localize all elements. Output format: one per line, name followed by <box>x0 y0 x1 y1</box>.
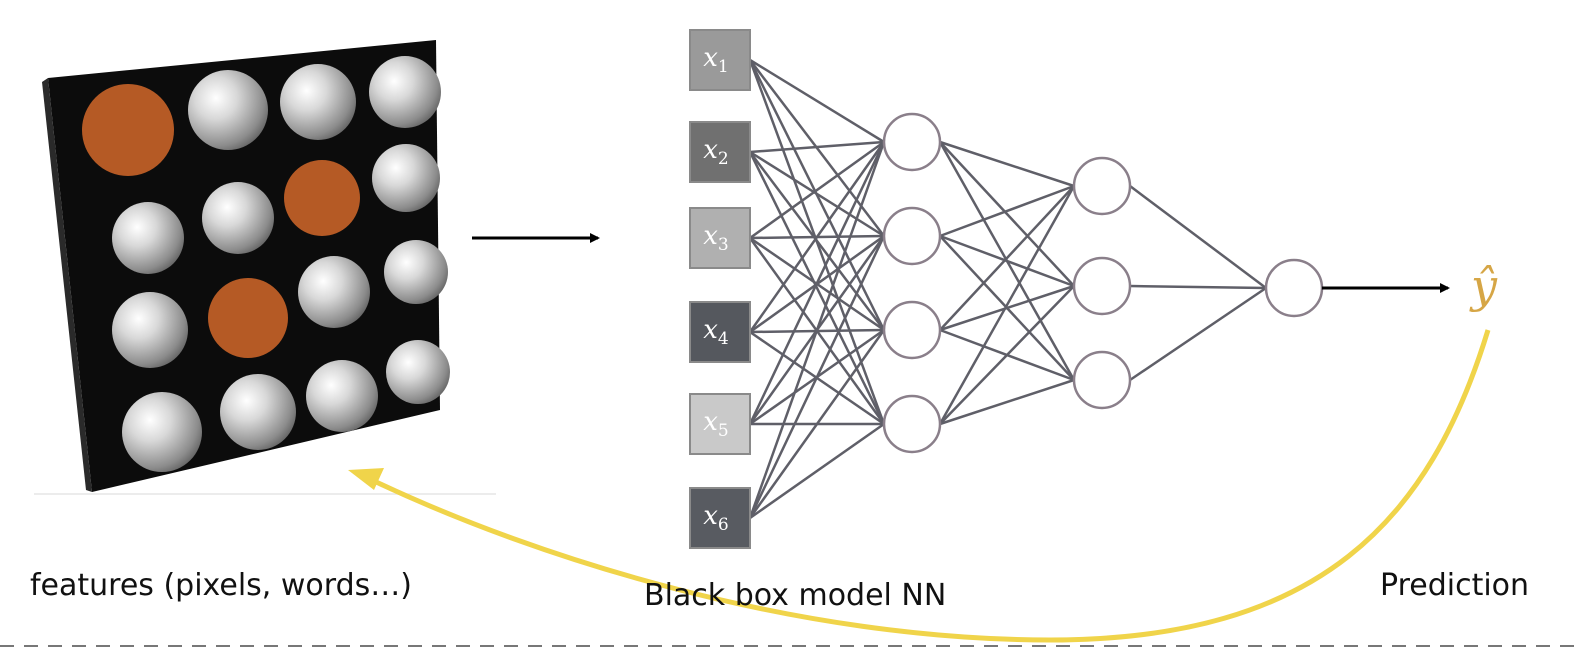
lens <box>112 202 184 274</box>
feedback-arrow <box>348 329 1491 643</box>
lens <box>384 240 448 304</box>
lens <box>369 56 441 128</box>
hidden-layer-2-node <box>1072 350 1132 410</box>
network-edge <box>749 151 885 331</box>
input-feature-1: x1 <box>689 29 751 91</box>
led-panel-image <box>34 40 496 495</box>
network-edge <box>748 141 886 333</box>
highlighted-pixel <box>208 278 288 358</box>
prediction-symbol: ŷ <box>1469 259 1498 313</box>
network-edge <box>939 284 1075 332</box>
input-feature-4: x4 <box>689 301 751 363</box>
lens <box>220 374 296 450</box>
output-node <box>1264 258 1324 318</box>
prediction-caption: Prediction <box>1380 568 1530 603</box>
network-edge <box>939 140 1075 188</box>
network-edge <box>749 150 885 238</box>
network-edge <box>939 285 1075 425</box>
lens <box>280 64 356 140</box>
network-edge <box>1129 286 1267 382</box>
input-feature-3: x3 <box>689 207 751 269</box>
network-edge <box>939 234 1075 288</box>
network-edge <box>748 151 886 425</box>
input-box <box>689 207 751 269</box>
network-edge <box>939 184 1075 238</box>
input-box <box>689 393 751 455</box>
network-edge <box>749 140 885 240</box>
hidden-layer-2-node <box>1072 256 1132 316</box>
hidden-layer-1-node <box>882 394 942 454</box>
hidden-layer-1-node <box>882 300 942 360</box>
lens <box>202 182 274 254</box>
network-edge <box>748 329 886 519</box>
network-edge <box>1129 185 1267 289</box>
lens <box>298 256 370 328</box>
input-box <box>689 29 751 91</box>
input-box <box>689 487 751 549</box>
input-feature-2: x2 <box>689 121 751 183</box>
lens <box>122 392 202 472</box>
input-box <box>689 121 751 183</box>
network-edge <box>748 141 886 425</box>
highlighted-pixel <box>284 160 360 236</box>
lens <box>306 360 378 432</box>
network-edge <box>749 422 885 520</box>
lens <box>386 340 450 404</box>
input-feature-5: x5 <box>689 393 751 455</box>
network-edge <box>748 141 886 519</box>
network-edge <box>749 58 885 144</box>
highlighted-pixel <box>82 84 174 176</box>
network-edge <box>939 141 1075 287</box>
network-edge <box>939 378 1075 426</box>
network-edge <box>749 140 885 154</box>
neural-network: x1 x2 x3 x4 x5 x6 <box>689 29 1324 549</box>
network-edge <box>938 185 1076 425</box>
network-edge <box>1129 284 1267 290</box>
input-box <box>689 301 751 363</box>
features-caption: features (pixels, words…) <box>30 568 412 603</box>
lens <box>188 70 268 150</box>
model-caption: Black box model NN <box>644 578 947 613</box>
network-edge <box>939 185 1075 331</box>
lens <box>372 144 440 212</box>
network-edge <box>748 235 886 519</box>
lens <box>112 292 188 368</box>
hidden-layer-1-node <box>882 206 942 266</box>
hidden-layer-2-node <box>1072 156 1132 216</box>
input-feature-6: x6 <box>689 487 751 549</box>
hidden-layer-1-node <box>882 112 942 172</box>
